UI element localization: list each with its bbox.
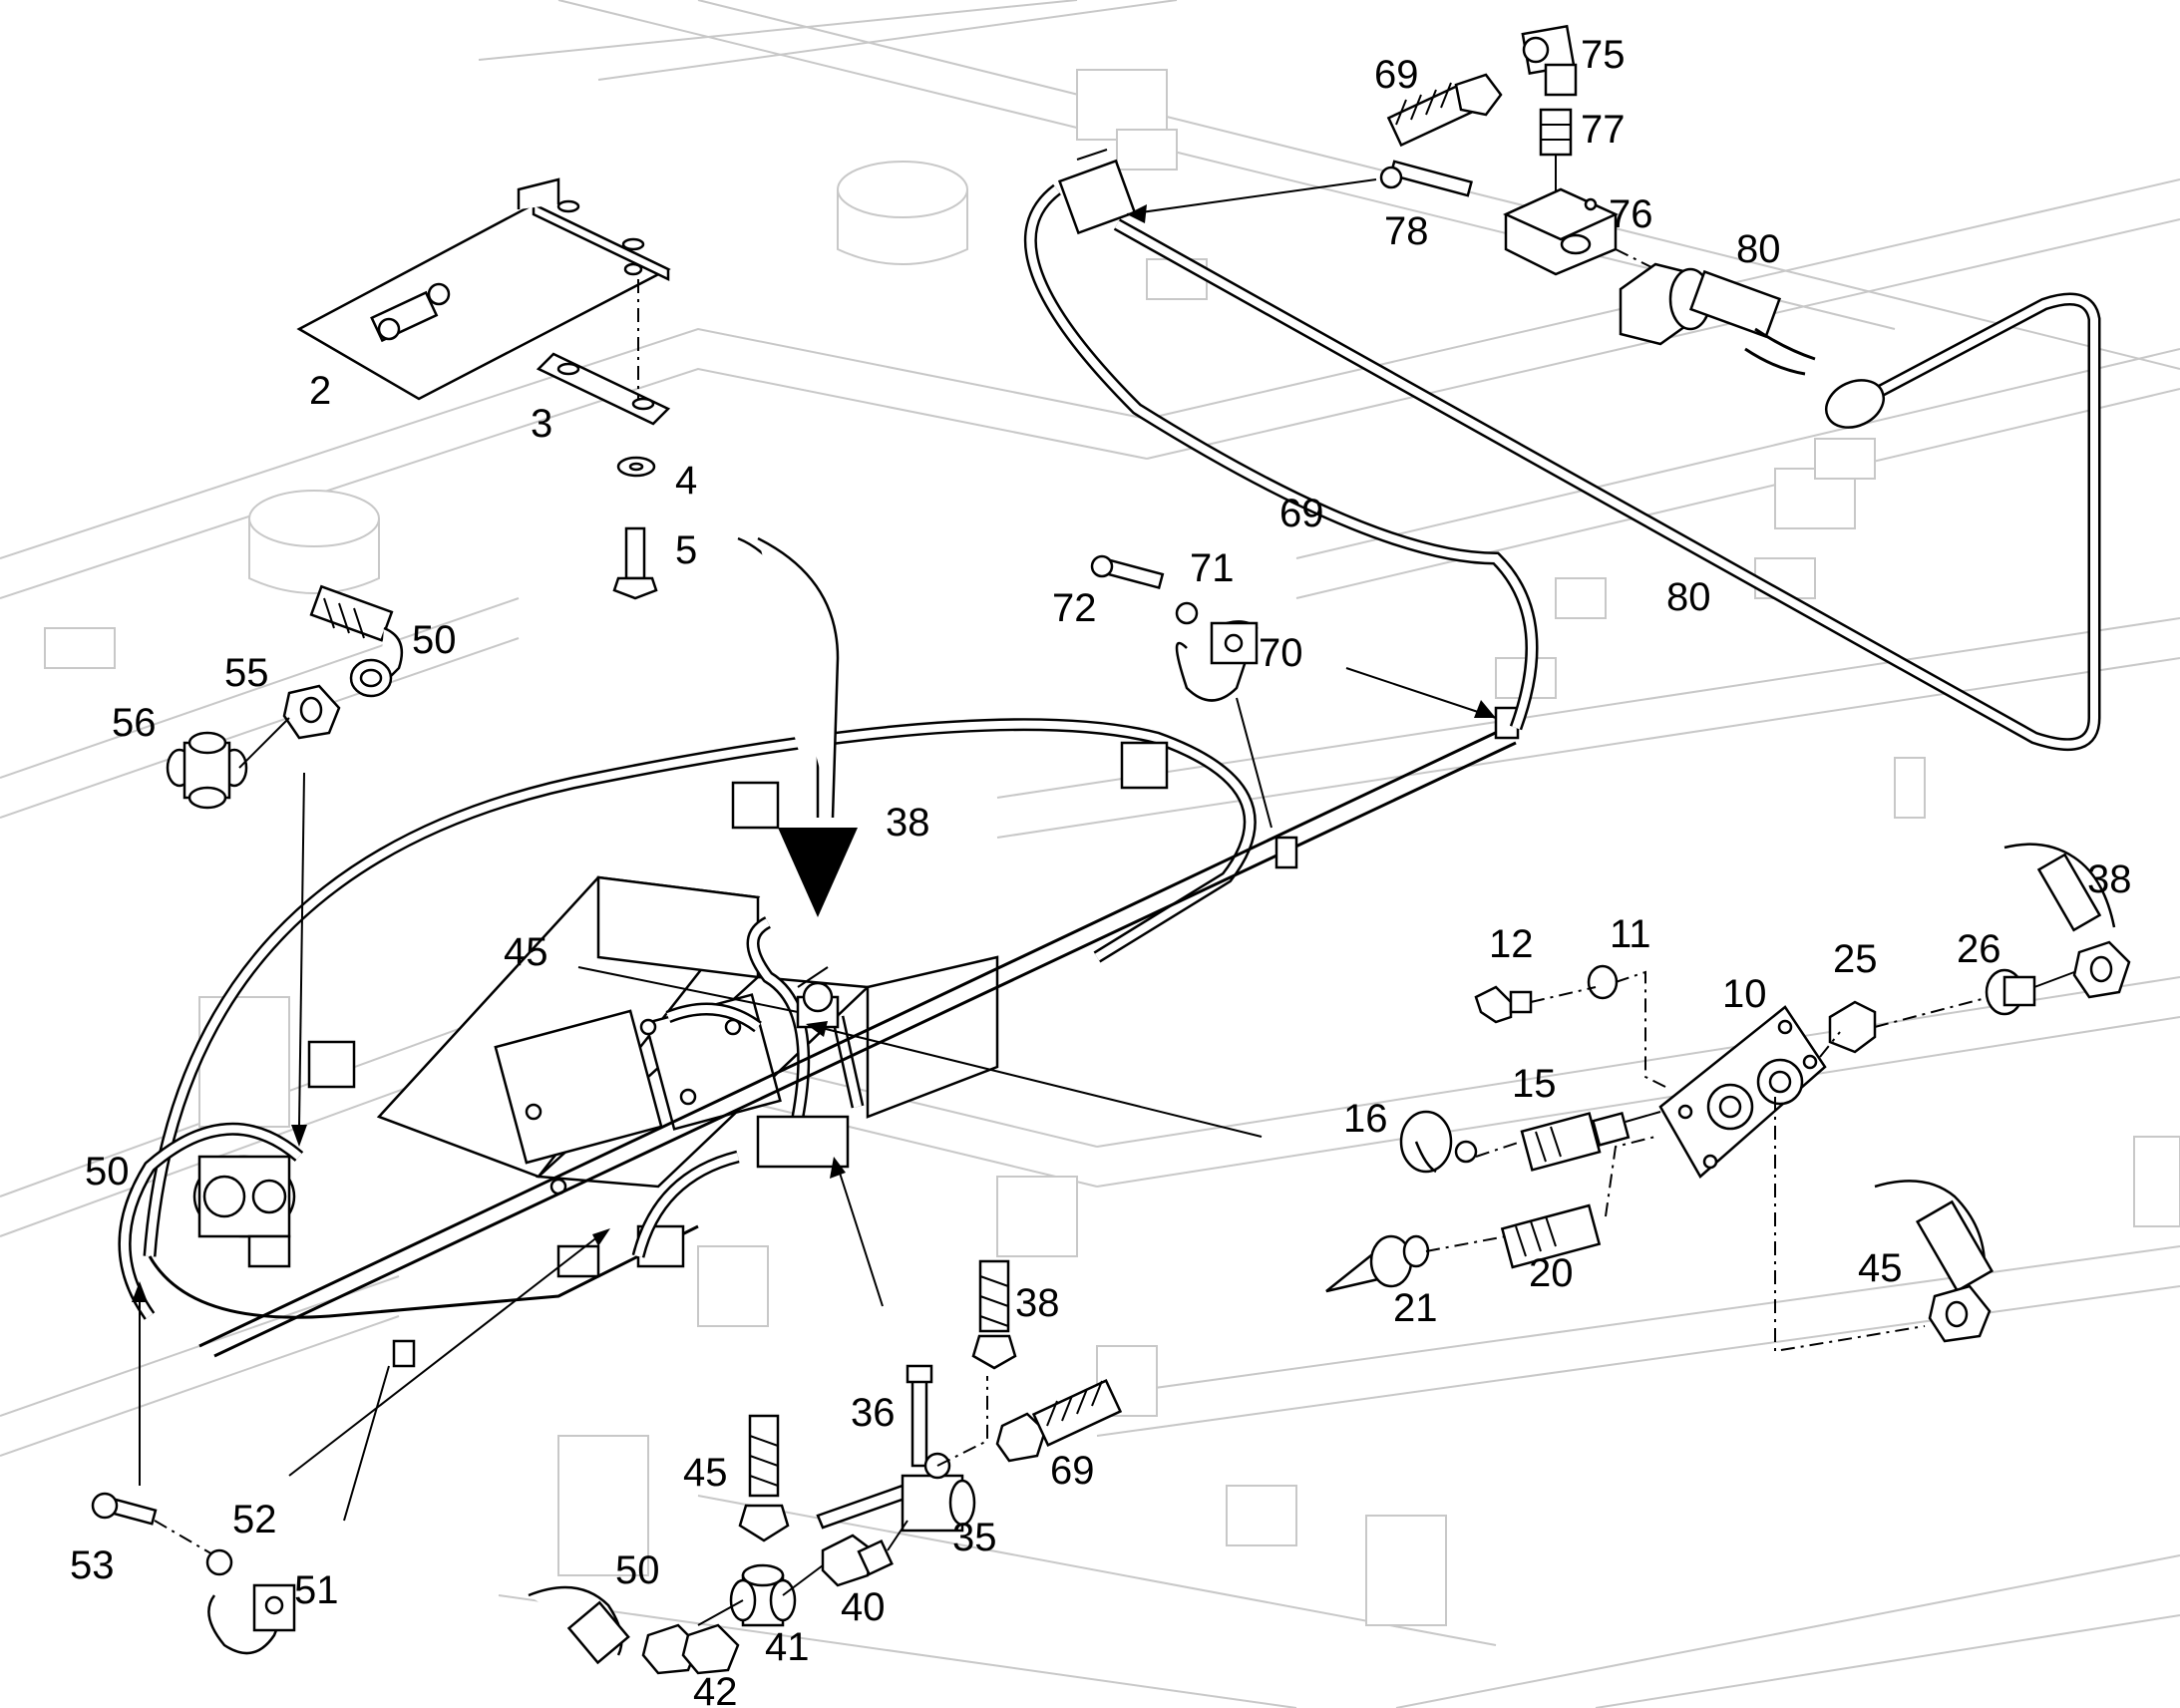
strap [536,352,671,426]
return-line [198,706,1520,1368]
left-cross-fitting [118,1122,304,1320]
washer-11 [1587,964,1619,1000]
bolt-5 [612,526,658,600]
pressure-line [1023,149,2101,752]
washer-4 [616,456,656,478]
callout-80-center: 80 [1666,575,1711,619]
callout-25: 25 [1833,937,1878,981]
coupling-20 [1500,1203,1602,1269]
bolt-78 [1379,160,1473,197]
callout-55: 55 [224,651,269,695]
callout-50-bottom: 50 [615,1548,660,1592]
flange-block-76 [1502,187,1620,276]
callout-77: 77 [1581,108,1626,152]
callout-71: 71 [1190,546,1235,590]
callout-50-left: 50 [85,1150,130,1194]
callout-labels: 2 3 4 5 10 11 12 15 16 20 21 25 26 35 36… [70,33,2132,1708]
adapter-25 [1828,1000,1877,1054]
hose-fitting-50 [309,584,404,698]
callout-35: 35 [952,1516,997,1559]
callout-69-top: 69 [1374,53,1419,97]
hose-fitting-38-bottom [971,1259,1017,1370]
bolt-72 [1090,554,1165,590]
callout-16: 16 [1343,1097,1388,1141]
clamp-70 [1175,620,1259,702]
callout-41: 41 [765,1625,810,1669]
hose-fitting-45-bottom [738,1414,790,1542]
callout-38-center: 38 [886,801,930,845]
tee-41 [729,1563,797,1627]
callout-72: 72 [1052,586,1097,630]
leader-lines [132,536,1263,1522]
callout-78: 78 [1384,209,1429,253]
ball-valve-35 [816,1452,976,1533]
bulkhead-plate-10 [1658,1005,1827,1179]
callout-52: 52 [232,1498,277,1541]
callout-2: 2 [309,369,331,413]
callout-56: 56 [112,701,157,745]
callout-42: 42 [693,1670,738,1708]
hose-fitting-50-bottom [528,1585,700,1675]
callout-4: 4 [675,459,697,503]
cross-fitting-56 [166,731,248,810]
hose-fitting-69-bottom [995,1379,1123,1463]
hose-fitting-38-right [2003,843,2131,999]
callout-21: 21 [1393,1286,1438,1330]
callout-12: 12 [1489,922,1534,966]
callout-10: 10 [1722,972,1767,1016]
washer-52 [205,1548,233,1576]
callout-5: 5 [675,528,697,572]
callout-3: 3 [531,402,552,446]
callout-70: 70 [1259,631,1303,675]
adapter-77 [1539,108,1573,199]
callout-76: 76 [1609,192,1653,236]
bolt-53 [91,1492,158,1526]
washer-71 [1175,601,1199,625]
coupling-15 [1520,1111,1631,1172]
flange-80 [1619,262,1816,376]
nut-40 [821,1534,894,1587]
hose-fitting-45-right [1874,1180,1995,1343]
callout-11: 11 [1610,912,1651,956]
callout-36: 36 [851,1391,896,1435]
mounting-plate [296,177,671,401]
callout-53: 53 [70,1543,115,1587]
clamp-51 [207,1583,296,1655]
plug-12 [1474,985,1533,1024]
callout-50-top: 50 [412,618,457,662]
callout-45-center: 45 [504,930,548,974]
elbow-75 [1521,24,1578,97]
callout-75: 75 [1581,33,1626,77]
callout-80-top: 80 [1736,227,1781,271]
nut-42 [681,1623,740,1675]
callout-38-right: 38 [2087,857,2132,901]
callout-69-bottom: 69 [1050,1449,1095,1493]
tank-assembly [143,718,1257,1319]
callout-51: 51 [294,1568,339,1612]
dust-cap-16 [1399,1110,1478,1174]
adapter-26 [1985,968,2036,1016]
nut-55 [282,684,341,740]
callout-45-bottom: 45 [683,1451,728,1495]
callout-20: 20 [1529,1251,1574,1295]
callout-15: 15 [1512,1062,1557,1106]
callout-40: 40 [841,1585,886,1629]
callout-38-bottom: 38 [1015,1281,1060,1325]
hose-fitting-69-top [1386,73,1503,148]
bolt-36 [906,1364,933,1468]
callout-26: 26 [1957,927,2001,971]
dust-cap-21 [1325,1234,1430,1293]
callout-45-right: 45 [1858,1246,1903,1290]
callout-69-center: 69 [1279,492,1324,535]
